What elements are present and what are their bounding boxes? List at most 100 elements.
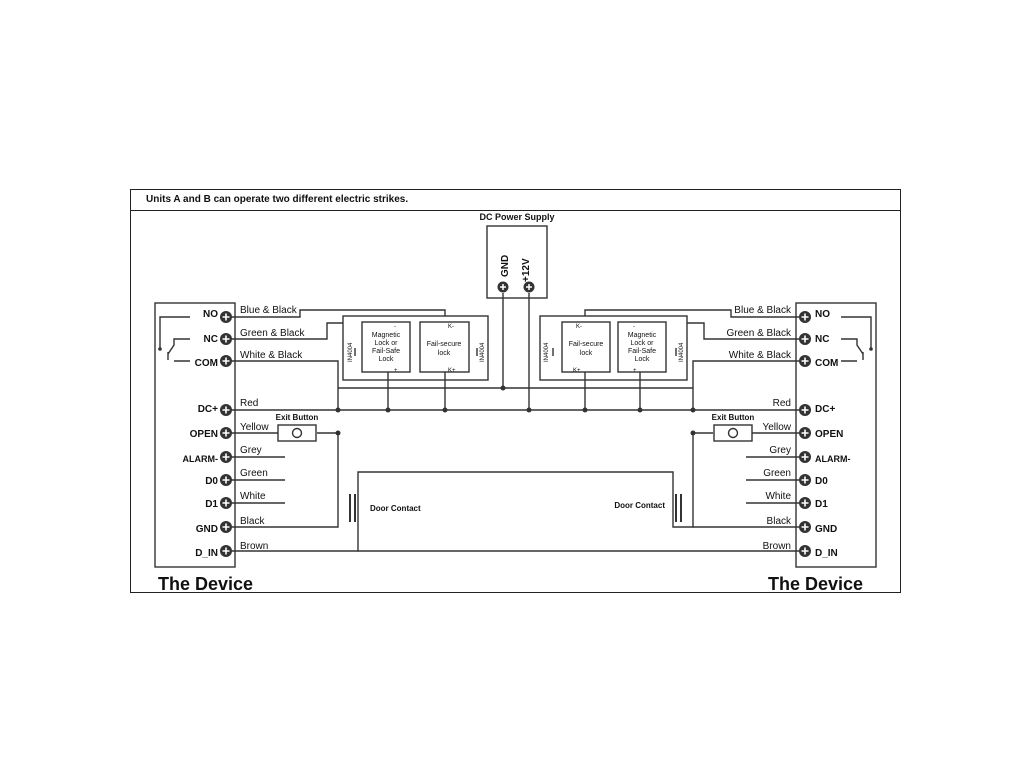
terminal-screw-cross-icon [222,357,230,365]
terminal-screw-cross-icon [801,453,809,461]
left-door-contact-label: Door Contact [370,504,421,513]
right-io-terminals: DC+ OPEN ALARM- D0 D1 GND D_IN [815,404,851,559]
terminal-screw-cross-icon [222,429,230,437]
right-terminal-open: OPEN [815,429,843,440]
left-exit-button-label: Exit Button [276,413,319,422]
power-gnd-terminal-icon [497,281,509,293]
right-door-contact-label: Door Contact [614,501,665,510]
terminal-screw-cross-icon [801,429,809,437]
left-terminal-d1: D1 [205,499,218,510]
right-terminal-din: D_IN [815,548,838,559]
right-wire-red: Red [773,398,791,409]
left-io-wire-labels: Red Yellow Grey Green White Black Brown [240,398,269,552]
svg-text:+: + [394,368,398,374]
left-terminal-alarm: ALARM- [183,454,219,464]
svg-text:Fail-Safe: Fail-Safe [628,348,656,355]
right-wire-brown: Brown [763,541,791,552]
svg-text:Fail-secure: Fail-secure [569,341,604,348]
right-lock-box: Fail-secure lock Magnetic Lock or Fail-S… [539,315,688,410]
svg-text:-: - [633,324,635,330]
left-wire-white-black: White & Black [240,350,303,361]
right-terminal-dcplus: DC+ [815,404,835,415]
left-exit-button [277,424,317,442]
right-wire-grey: Grey [769,445,791,456]
svg-text:IN4004: IN4004 [480,342,486,362]
svg-text:-: - [394,324,396,330]
right-terminal-d0: D0 [815,476,828,487]
caption-divider [131,210,900,211]
right-wire-green: Green [763,468,791,479]
left-wire-white: White [240,491,266,502]
left-wire-red: Red [240,398,258,409]
left-wire-grey: Grey [240,445,262,456]
left-door-contact-icon [349,494,356,522]
right-io-wire-labels: Red Yellow Grey Green White Black Brown [762,398,792,552]
left-terminal-dcplus: DC+ [198,404,218,415]
right-wire-white: White [765,491,791,502]
left-wire-yellow: Yellow [240,422,269,433]
terminal-screw-cross-icon [801,313,809,321]
right-wire-yellow: Yellow [762,422,791,433]
terminal-screw-cross-icon [222,313,230,321]
left-terminal-screw-icons [220,311,232,557]
terminal-screw-cross-icon [801,357,809,365]
right-wire-black: Black [767,516,792,527]
right-fail-secure-lock [561,321,611,373]
svg-text:lock: lock [438,350,451,357]
terminal-screw-cross-icon [801,523,809,531]
diagram-frame [130,189,901,593]
terminal-screw-cross-icon [222,499,230,507]
svg-text:K-: K- [448,324,454,330]
power-12v-terminal-icon [523,281,535,293]
left-terminal-open: OPEN [190,429,218,440]
svg-text:K-: K- [576,324,582,330]
svg-text:+: + [633,368,637,374]
right-exit-button-label: Exit Button [712,413,755,422]
svg-text:Fail-Safe: Fail-Safe [372,348,400,355]
left-io-terminals: DC+ OPEN ALARM- D0 D1 GND D_IN [183,404,219,559]
right-exit-button-icon [727,427,739,439]
svg-text:Lock: Lock [635,356,650,363]
right-door-contact-icon [675,494,682,522]
left-terminal-gnd: GND [196,524,218,535]
power-supply-box [486,225,548,299]
right-device-title: The Device [768,574,863,594]
right-terminal-gnd: GND [815,524,837,535]
right-terminal-no: NO [815,309,830,320]
terminal-screw-cross-icon [801,547,809,555]
left-terminal-com: COM [195,358,218,369]
left-terminal-no: NO [203,309,218,320]
svg-text:K+: K+ [573,368,581,374]
power-supply-title: DC Power Supply [479,212,554,222]
right-terminal-d1: D1 [815,499,828,510]
terminal-screw-cross-icon [222,406,230,414]
left-exit-button-icon [291,427,303,439]
terminal-screw-cross-icon [222,453,230,461]
svg-text:Lock: Lock [379,356,394,363]
left-relay-switch-icon [159,316,190,362]
diagram-caption: Units A and B can operate two different … [146,194,409,205]
terminal-screw-cross-icon [222,476,230,484]
svg-text:IN4004: IN4004 [544,342,550,362]
right-terminal-screw-icons [799,311,811,557]
right-relay-switch-icon [841,316,872,362]
power-gnd-label: GND [500,255,511,277]
right-exit-button [713,424,753,442]
left-wire-brown: Brown [240,541,268,552]
left-lock-box: Magnetic Lock or Fail-Safe Lock Fail-sec… [342,315,489,410]
left-wire-blue-black: Blue & Black [240,305,298,316]
svg-text:Lock or: Lock or [631,340,655,347]
left-wire-black: Black [240,516,265,527]
svg-text:Magnetic: Magnetic [372,332,401,339]
right-terminal-alarm: ALARM- [815,454,851,464]
svg-text:K+: K+ [448,368,456,374]
svg-text:Lock or: Lock or [375,340,399,347]
svg-text:IN4004: IN4004 [348,342,354,362]
right-wire-green-black: Green & Black [727,328,792,339]
terminal-screw-cross-icon [222,335,230,343]
right-terminal-com: COM [815,358,838,369]
left-terminal-nc: NC [204,334,218,345]
terminal-screw-cross-icon [222,547,230,555]
right-relay-terminals: NO NC COM [815,309,838,369]
